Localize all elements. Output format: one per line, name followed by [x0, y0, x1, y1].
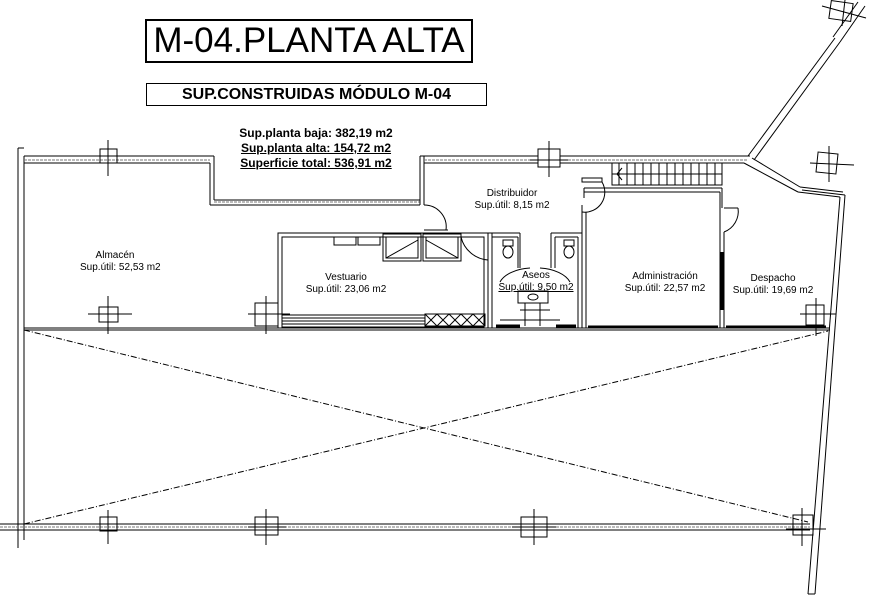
room-label-vestuario: Vestuario Sup.útil: 23,06 m2 — [296, 272, 396, 296]
room-area: Sup.útil: 8,15 m2 — [474, 200, 550, 211]
drawing-title: M-04.PLANTA ALTA — [145, 19, 473, 63]
room-name: Vestuario — [325, 272, 367, 283]
exterior-wall-left — [17, 147, 25, 548]
column-marker — [800, 298, 836, 336]
column-marker — [90, 140, 126, 176]
summary-planta-alta: Sup.planta alta: 154,72 m2 — [240, 141, 392, 155]
summary-total: Superficie total: 536,91 m2 — [240, 156, 392, 170]
room-area: Sup.útil: 22,57 m2 — [624, 283, 706, 294]
administracion-walls — [583, 187, 739, 328]
exterior-wall-right — [807, 194, 846, 595]
vestuario-furniture — [333, 204, 462, 262]
column-marker — [92, 510, 124, 544]
room-area: Sup.útil: 19,69 m2 — [732, 285, 814, 296]
room-label-aseos: Aseos Sup.útil: 9,50 m2 — [493, 270, 579, 294]
column-marker — [512, 509, 556, 545]
column-marker — [88, 296, 132, 334]
drawing-subtitle: SUP.CONSTRUIDAS MÓDULO M-04 — [146, 83, 487, 106]
room-name: Administración — [632, 271, 698, 282]
room-area: Sup.útil: 52,53 m2 — [80, 262, 161, 273]
room-label-despacho: Despacho Sup.útil: 19,69 m2 — [724, 273, 822, 297]
room-area: Sup.útil: 23,06 m2 — [305, 284, 387, 295]
aseos-walls — [460, 205, 583, 328]
room-name: Despacho — [750, 273, 796, 284]
area-summary: Sup.planta baja: 382,19 m2 Sup.planta al… — [216, 126, 416, 171]
column-marker — [248, 509, 286, 545]
column-marker — [821, 0, 867, 27]
staircase — [611, 162, 723, 186]
distribuidor-walls — [581, 177, 606, 328]
column-marker — [786, 508, 826, 546]
room-name: Aseos — [522, 270, 550, 281]
room-label-distribuidor: Distribuidor Sup.útil: 8,15 m2 — [467, 188, 557, 212]
exterior-wall-northeast — [743, 1, 866, 198]
column-marker — [809, 146, 855, 182]
room-name: Distribuidor — [486, 188, 538, 199]
room-label-almacen: Almacén Sup.útil: 52,53 m2 — [80, 250, 161, 274]
room-area: Sup.útil: 9,50 m2 — [498, 282, 574, 293]
vestuario-walls — [277, 232, 489, 329]
column-marker — [248, 296, 290, 334]
structural-columns — [88, 0, 867, 546]
room-name: Almacén — [95, 250, 135, 261]
room-label-administracion: Administración Sup.útil: 22,57 m2 — [616, 271, 714, 295]
summary-planta-baja: Sup.planta baja: 382,19 m2 — [239, 126, 393, 140]
exterior-wall-bottom — [0, 523, 810, 531]
void-cross-lines — [23, 329, 829, 525]
column-marker — [530, 141, 568, 177]
